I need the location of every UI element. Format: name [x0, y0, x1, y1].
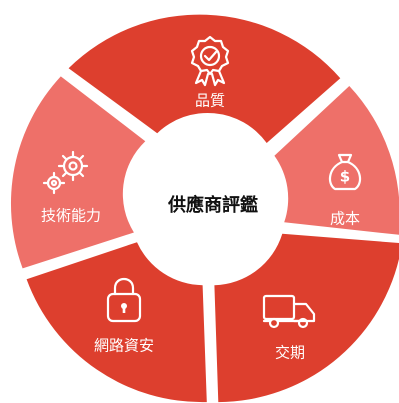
padlock-icon [106, 277, 142, 323]
award-rosette-icon [190, 35, 230, 87]
money-bag-icon: $ [328, 153, 362, 191]
segment-security: 網路資安 [26, 242, 207, 403]
dollar-sign: $ [340, 168, 350, 186]
segment-delivery-shape [214, 233, 399, 403]
segment-quality: 品質 [68, 14, 341, 144]
segment-capability: 技術能力 [10, 76, 146, 269]
segment-security-shape [26, 242, 207, 403]
center-hub [145, 144, 281, 280]
gears-icon [42, 150, 89, 195]
segment-security-label: 網路資安 [94, 337, 154, 355]
segment-delivery: 交期 [214, 233, 399, 403]
center-label: 供應商評鑑 [167, 194, 258, 216]
segment-quality-shape [68, 14, 341, 144]
segment-cost: $ 成本 [274, 86, 399, 235]
truck-icon [262, 294, 316, 329]
segment-quality-label: 品質 [195, 92, 225, 110]
segment-cost-shape [274, 86, 399, 235]
segment-delivery-label: 交期 [275, 344, 305, 362]
segment-capability-label: 技術能力 [41, 207, 101, 225]
segment-cost-label: 成本 [330, 210, 360, 228]
